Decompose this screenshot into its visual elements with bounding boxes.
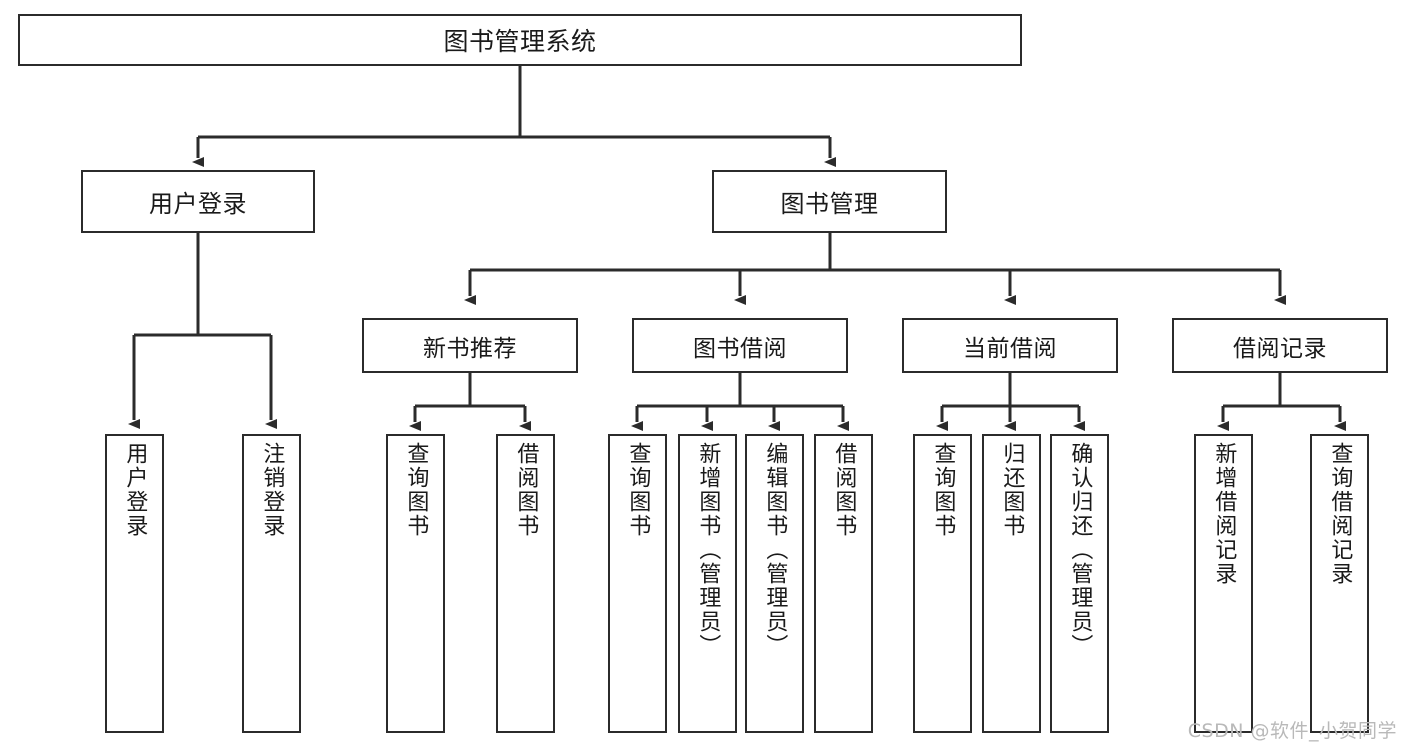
leaf-new-book-query-book[interactable]: 查询图书 (386, 434, 445, 733)
leaf-borrow-record-query-record[interactable]: 查询借阅记录 (1310, 434, 1369, 733)
node-label: 借阅图书 (513, 442, 539, 538)
node-label: 图书管理系统 (443, 27, 597, 56)
node-current-borrow[interactable]: 当前借阅 (902, 318, 1118, 373)
leaf-book-borrow-borrow-book[interactable]: 借阅图书 (814, 434, 873, 733)
node-label: 查询图书 (625, 442, 651, 538)
node-label: 当前借阅 (963, 335, 1057, 362)
node-label: 新增图书（管理员） (695, 442, 721, 658)
node-label: 编辑图书（管理员） (762, 442, 788, 658)
node-label: 图书借阅 (693, 335, 787, 362)
node-label: 用户登录 (149, 190, 247, 218)
leaf-current-borrow-query-book[interactable]: 查询图书 (913, 434, 972, 733)
leaf-user-login-logout[interactable]: 注销登录 (242, 434, 301, 733)
node-label: 查询借阅记录 (1327, 442, 1353, 586)
node-label: 借阅记录 (1233, 335, 1327, 362)
node-label: 图书管理 (780, 190, 879, 218)
node-label: 确认归还（管理员） (1067, 442, 1093, 658)
leaf-borrow-record-add-record[interactable]: 新增借阅记录 (1194, 434, 1253, 733)
node-label: 归还图书 (999, 442, 1025, 538)
leaf-book-borrow-edit-book-admin[interactable]: 编辑图书（管理员） (745, 434, 804, 733)
leaf-current-borrow-confirm-return-admin[interactable]: 确认归还（管理员） (1050, 434, 1109, 733)
node-book-borrow[interactable]: 图书借阅 (632, 318, 848, 373)
leaf-user-login-login[interactable]: 用户登录 (105, 434, 164, 733)
node-label: 查询图书 (403, 442, 429, 538)
leaf-new-book-borrow-book[interactable]: 借阅图书 (496, 434, 555, 733)
node-label: 新增借阅记录 (1211, 442, 1237, 586)
node-label: 用户登录 (122, 442, 148, 538)
node-label: 注销登录 (259, 442, 285, 538)
leaf-book-borrow-add-book-admin[interactable]: 新增图书（管理员） (678, 434, 737, 733)
node-label: 查询图书 (930, 442, 956, 538)
node-label: 借阅图书 (831, 442, 857, 538)
node-label: 新书推荐 (423, 335, 517, 362)
leaf-book-borrow-query-book[interactable]: 查询图书 (608, 434, 667, 733)
node-user-login[interactable]: 用户登录 (81, 170, 315, 233)
leaf-current-borrow-return-book[interactable]: 归还图书 (982, 434, 1041, 733)
node-root-book-management-system[interactable]: 图书管理系统 (18, 14, 1022, 66)
watermark: CSDN @软件_小贺同学 (1187, 720, 1397, 742)
node-book-management[interactable]: 图书管理 (712, 170, 947, 233)
node-new-book-recommend[interactable]: 新书推荐 (362, 318, 578, 373)
node-borrow-record[interactable]: 借阅记录 (1172, 318, 1388, 373)
